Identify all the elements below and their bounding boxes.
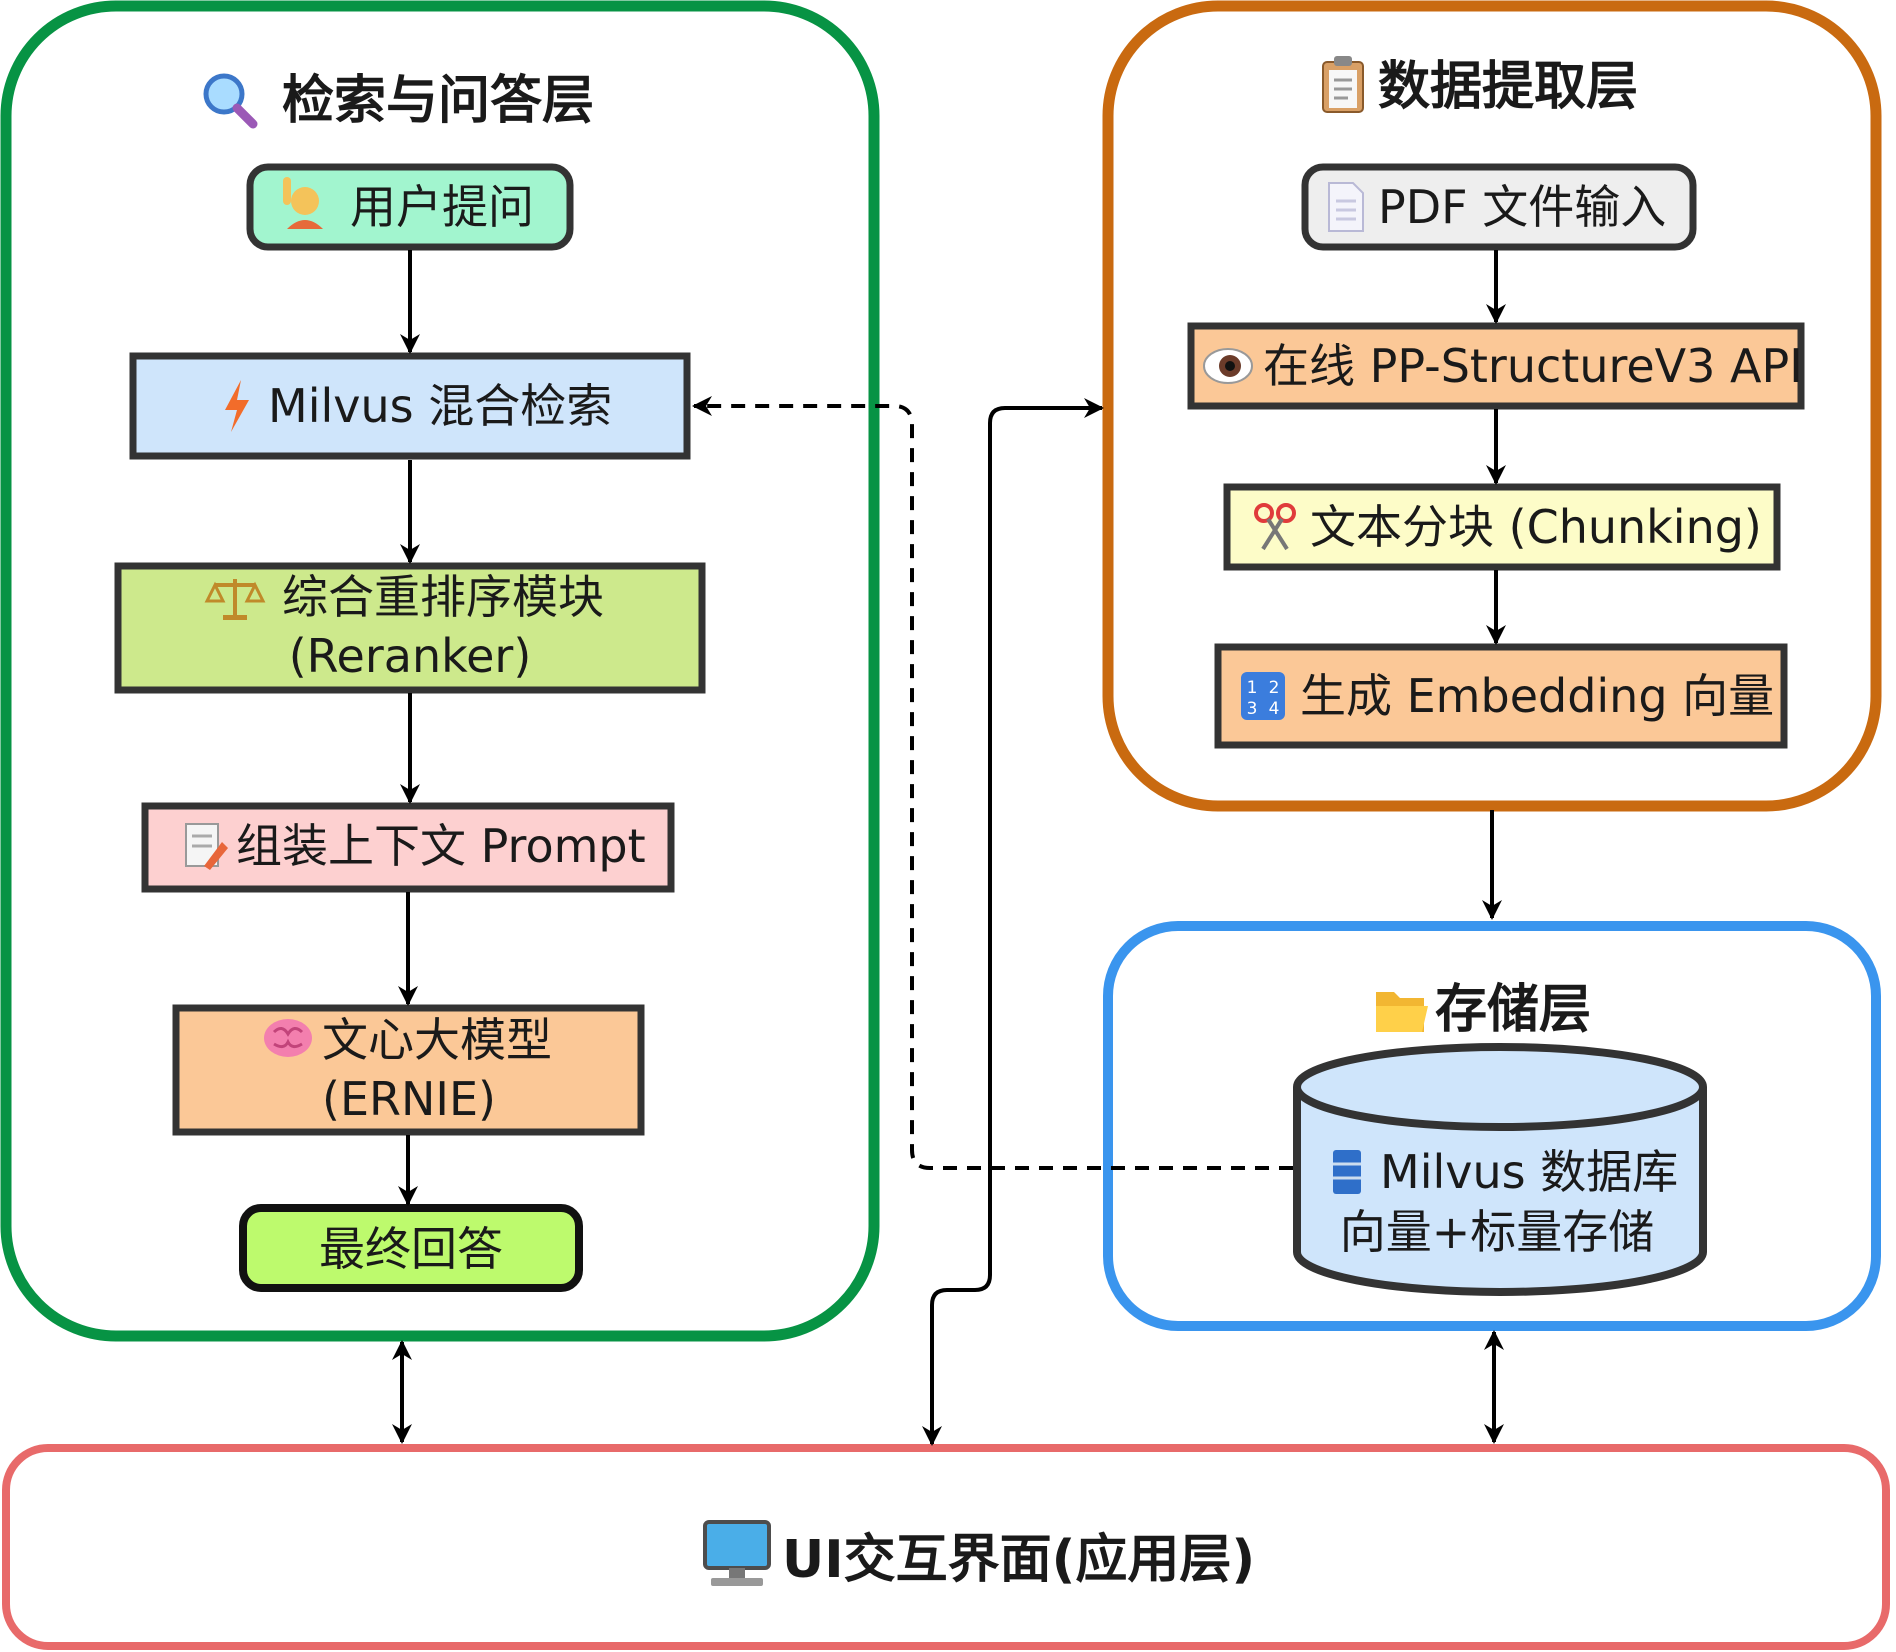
retrieval-layer-container: [0, 0, 880, 1342]
storage-layer-container: [1103, 921, 1881, 1331]
retrieval-layer-title-text: 检索与问答层: [282, 71, 594, 131]
lightning-icon: [225, 380, 249, 432]
memo-icon: [185, 823, 228, 870]
brain-icon: [264, 1019, 312, 1057]
ernie-label-line1: 文心大模型: [322, 1013, 552, 1067]
ernie-label-line2: (ERNIE): [322, 1072, 496, 1126]
storage-layer-title: 存储层: [1376, 980, 1591, 1040]
ernie-node: 文心大模型 (ERNIE): [172, 1004, 645, 1136]
extraction-layer-title-text: 数据提取层: [1378, 57, 1638, 117]
eye-icon: [1203, 348, 1253, 384]
ui-layer-title: UI交互界面(应用层): [703, 1520, 1255, 1590]
scissors-icon: [1254, 503, 1296, 551]
raising-hand-icon: [283, 177, 323, 229]
ui-layer-container: [2, 1444, 1890, 1650]
pdf-input-label: PDF 文件输入: [1378, 180, 1666, 234]
edge-ui-extraction: [922, 398, 1104, 1446]
prompt-label: 组装上下文 Prompt: [236, 819, 646, 873]
monitor-icon: [703, 1520, 771, 1586]
reranker-label-line1: 综合重排序模块: [282, 570, 604, 624]
extraction-layer-container: [1102, 0, 1882, 812]
svg-text:1: 1: [1247, 678, 1258, 698]
chunking-label: 文本分块 (Chunking): [1310, 500, 1762, 554]
hybrid-search-label: Milvus 混合检索: [268, 379, 612, 433]
embedding-node: 1 2 3 4 生成 Embedding 向量: [1214, 643, 1788, 749]
user-question-label: 用户提问: [350, 180, 534, 234]
folder-icon: [1376, 992, 1428, 1032]
reranker-label-line2: (Reranker): [289, 629, 532, 683]
clipboard-icon: [1322, 56, 1364, 113]
chunking-node: 文本分块 (Chunking): [1223, 483, 1781, 571]
final-answer-node: 最终回答: [239, 1204, 583, 1292]
edge-db-to-search-dashed: [692, 396, 1293, 1170]
milvus-db-node: Milvus 数据库 向量+标量存储: [1293, 1043, 1707, 1296]
svg-text:3: 3: [1247, 699, 1258, 719]
ui-layer-title-text: UI交互界面(应用层): [782, 1530, 1255, 1590]
hybrid-search-node: Milvus 混合检索: [129, 352, 691, 460]
document-icon: [1328, 182, 1364, 232]
pdf-input-node: PDF 文件输入: [1301, 163, 1697, 251]
user-question-node: 用户提问: [246, 163, 574, 251]
svg-text:2: 2: [1269, 678, 1280, 698]
svg-text:4: 4: [1269, 699, 1280, 719]
prompt-node: 组装上下文 Prompt: [141, 802, 675, 893]
pp-structure-label: 在线 PP-StructureV3 API: [1263, 339, 1803, 393]
numbers-icon: 1 2 3 4: [1241, 672, 1285, 720]
database-icon: [1333, 1150, 1361, 1194]
storage-layer-title-text: 存储层: [1435, 980, 1591, 1040]
magnifier-icon: [203, 73, 258, 129]
extraction-layer-title: 数据提取层: [1322, 56, 1638, 117]
milvus-db-label-line2: 向量+标量存储: [1340, 1205, 1655, 1259]
balance-scale-icon: [204, 579, 266, 620]
pp-structure-node: 在线 PP-StructureV3 API: [1187, 322, 1805, 410]
embedding-label: 生成 Embedding 向量: [1300, 669, 1774, 723]
reranker-node: 综合重排序模块 (Reranker): [114, 562, 706, 694]
final-answer-label: 最终回答: [319, 1222, 503, 1276]
retrieval-layer-title: 检索与问答层: [203, 71, 594, 131]
milvus-db-label-line1: Milvus 数据库: [1380, 1145, 1678, 1199]
